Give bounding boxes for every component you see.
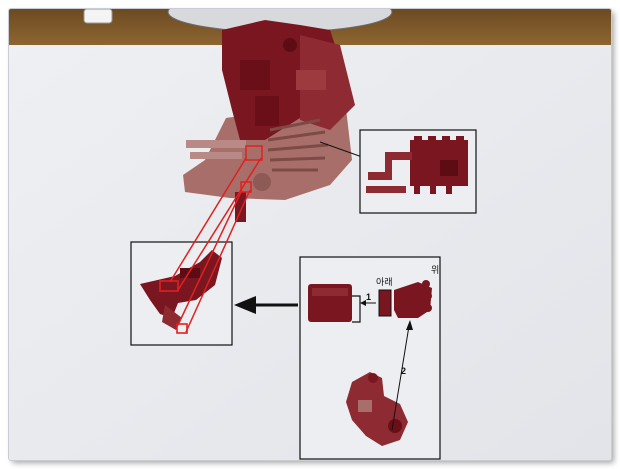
pointer-arrow-line [319, 141, 366, 159]
lower-peg [235, 192, 246, 222]
red-guide-line-2 [177, 157, 262, 291]
hull-body [183, 100, 352, 200]
photo-canvas: 1 아래 위 2 [9, 9, 611, 460]
step2-arrow [391, 325, 410, 431]
highlight-box-a [159, 280, 179, 292]
inset-detail-left [130, 241, 233, 346]
step1-label: 1 [366, 292, 371, 302]
red-guide-line-1 [169, 157, 247, 283]
hull-ribs [267, 118, 329, 172]
main-assembly-part [183, 20, 355, 222]
detail-block-a [240, 60, 270, 90]
detail-block-c [296, 70, 326, 90]
rod-lower [190, 152, 242, 159]
bracket-mark [352, 295, 361, 323]
inset-rod [366, 186, 406, 193]
frame-side [300, 35, 355, 130]
highlight-box-upper [245, 145, 263, 161]
red-guide-line-4 [185, 189, 251, 333]
red-guide-line-3 [177, 189, 243, 326]
hinge-part [394, 282, 432, 318]
round-boss [253, 173, 271, 191]
inset-arm [368, 152, 412, 180]
assembly-photo: 1 아래 위 2 [9, 9, 611, 460]
step2-label: 2 [401, 366, 406, 376]
detail-block-b [255, 96, 279, 126]
label-top-side: 위 [431, 265, 439, 276]
small-connector-part [378, 289, 392, 317]
inset-steps-bottom-right: 1 아래 위 2 [299, 256, 441, 460]
inset-detail-top-right [359, 129, 477, 214]
label-bottom-side: 아래 [376, 277, 393, 288]
detail-pin [283, 38, 297, 52]
big-arrow-head [234, 296, 256, 314]
inset-block [410, 140, 468, 186]
white-object [83, 9, 113, 24]
rod-upper [186, 140, 246, 148]
